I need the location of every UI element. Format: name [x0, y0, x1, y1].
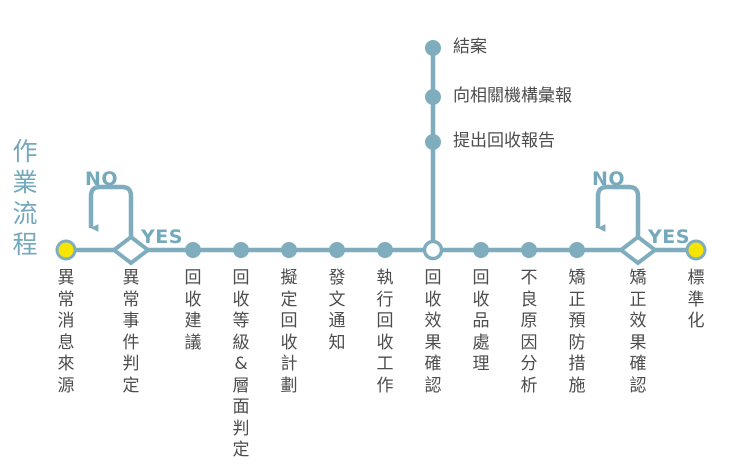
no-loop-left — [88, 184, 134, 240]
branch-node-dot[interactable] — [425, 134, 441, 150]
decision-label-yes-left: YES — [141, 226, 183, 248]
node-label-n13: 標 準 化 — [687, 268, 705, 331]
decision-label-no-left: NO — [85, 168, 119, 190]
main-node-markers — [55, 234, 707, 266]
section-title: 作 業 流 程 — [12, 137, 38, 259]
process-node-dot[interactable] — [569, 242, 585, 258]
node-label-n2: 異 常 事 件 判 定 — [122, 268, 140, 396]
node-label-n1: 異 常 消 息 來 源 — [57, 268, 75, 396]
node-label-n7: 執 行 回 收 工 作 — [376, 268, 394, 396]
process-node-dot[interactable] — [377, 242, 393, 258]
node-label-n6: 發 文 通 知 — [328, 268, 346, 353]
process-node-dot[interactable] — [329, 242, 345, 258]
process-node-dot[interactable] — [281, 242, 297, 258]
node-label-n11: 矯 正 預 防 措 施 — [568, 268, 586, 396]
terminal-node-end[interactable] — [685, 239, 707, 261]
branch-label-b1: 結案 — [453, 37, 487, 57]
branch-label-b3: 提出回收報告 — [453, 131, 555, 151]
terminal-node-start[interactable] — [55, 239, 77, 261]
branch-node-markers — [425, 40, 441, 150]
junction-node-hollow[interactable] — [422, 239, 444, 261]
branch-label-b2: 向相關機構彙報 — [453, 86, 572, 106]
no-loop-right — [595, 184, 641, 240]
node-label-n12: 矯 正 效 果 確 認 — [629, 268, 647, 396]
decision-label-no-right: NO — [592, 168, 626, 190]
process-node-dot[interactable] — [473, 242, 489, 258]
node-label-n10: 不 良 原 因 分 析 — [520, 268, 538, 396]
process-node-dot[interactable] — [233, 242, 249, 258]
branch-node-dot[interactable] — [425, 89, 441, 105]
node-label-n8: 回 收 效 果 確 認 — [424, 268, 442, 396]
process-node-dot[interactable] — [521, 242, 537, 258]
decision-diamond-left[interactable] — [110, 234, 152, 266]
decision-diamond-right[interactable] — [617, 234, 659, 266]
process-node-dot[interactable] — [185, 242, 201, 258]
node-label-n9: 回 收 品 處 理 — [472, 268, 490, 374]
decision-label-yes-right: YES — [648, 226, 690, 248]
branch-node-dot[interactable] — [425, 40, 441, 56]
node-label-n3: 回 收 建 議 — [184, 268, 202, 353]
node-label-n5: 擬 定 回 收 計 劃 — [280, 268, 298, 396]
node-label-n4: 回 收 等 級 & 層 面 判 定 — [232, 268, 250, 460]
